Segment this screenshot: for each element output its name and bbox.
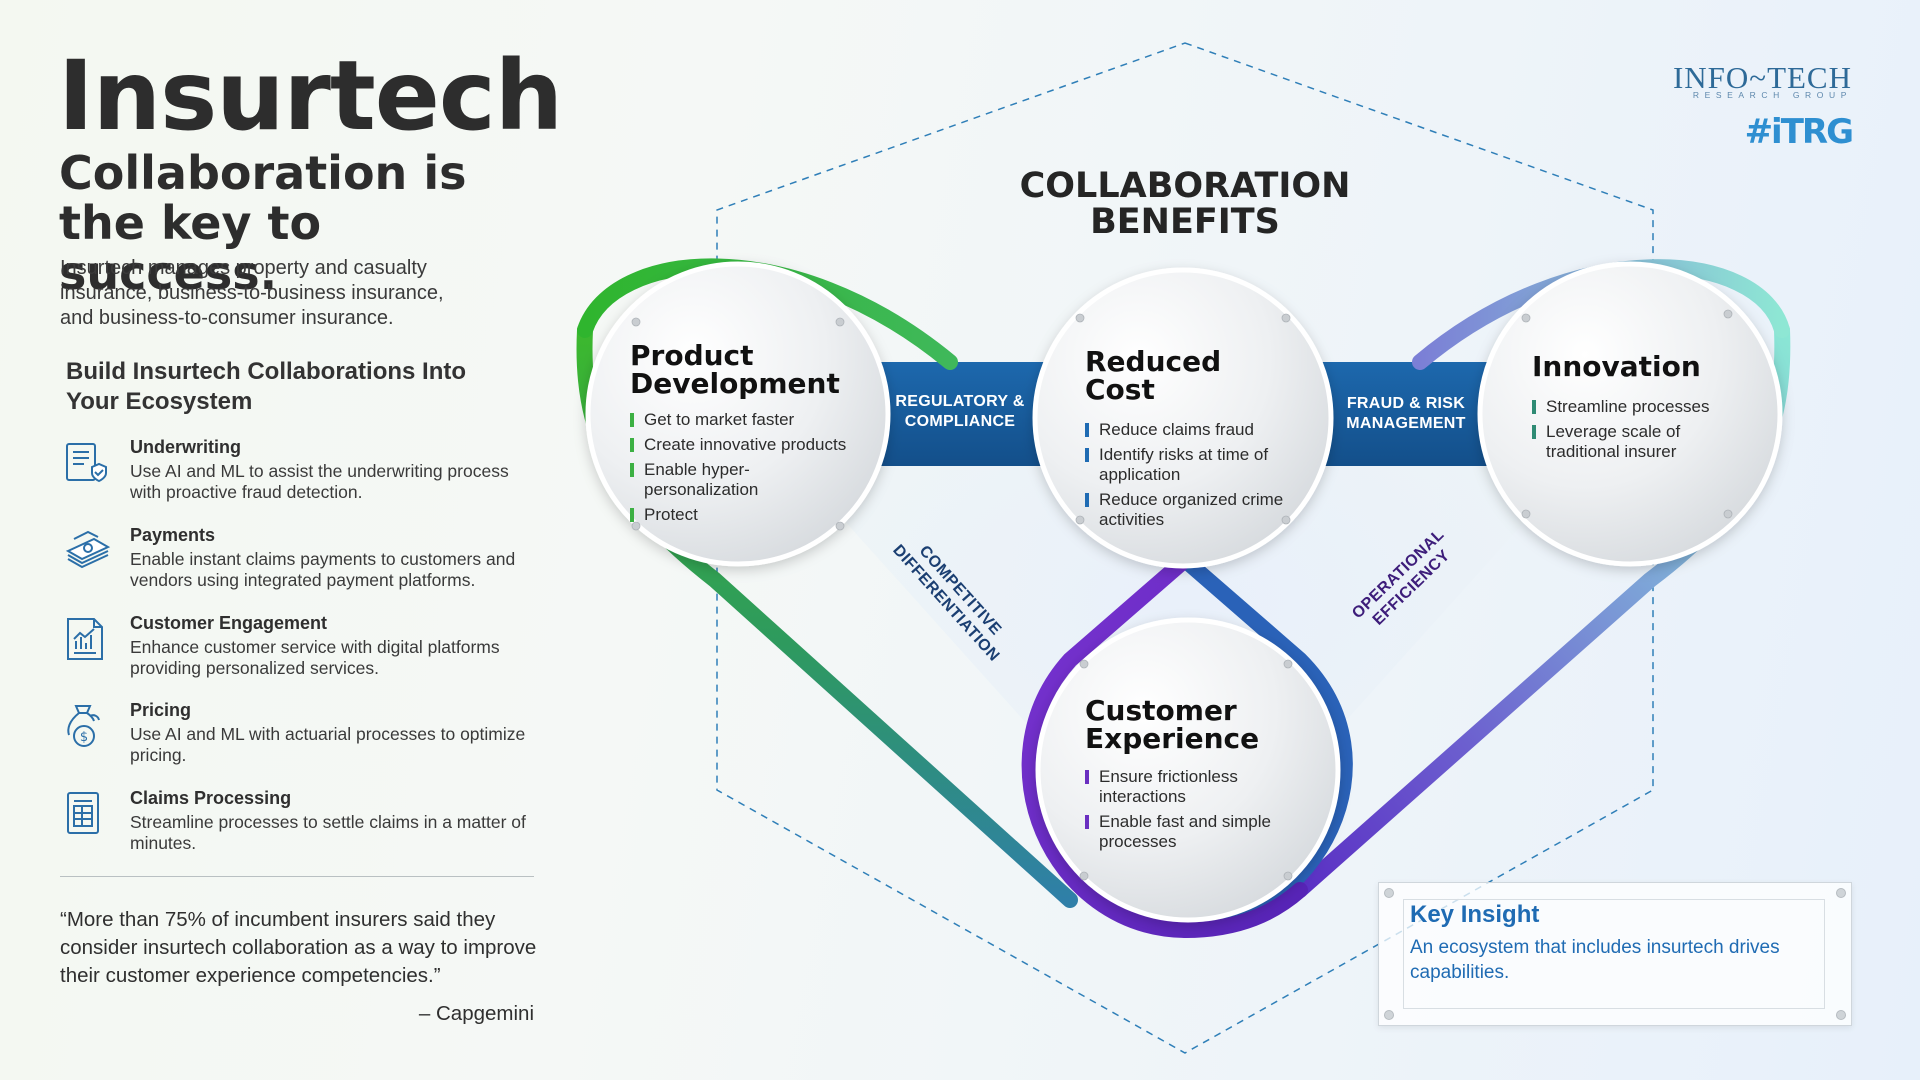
dashed-hexagon bbox=[716, 42, 1654, 1054]
band-label-fraud: FRAUD & RISK MANAGEMENT bbox=[1346, 395, 1466, 432]
money-stack-icon bbox=[64, 527, 111, 575]
list-item-customer-engagement: Customer Engagement Enhance customer ser… bbox=[64, 613, 544, 693]
bullet-list: Ensure frictionless interactions Enable … bbox=[1085, 767, 1285, 852]
bullet-item: Enable hyper-personalization bbox=[630, 460, 860, 500]
bullet-item: Enable fast and simple processes bbox=[1085, 812, 1285, 852]
item-title: Customer Engagement bbox=[130, 613, 328, 633]
document-check-icon bbox=[64, 439, 108, 487]
in-disc bbox=[1477, 261, 1783, 567]
item-description: Streamline processes to settle claims in… bbox=[130, 812, 526, 853]
item-title: Underwriting bbox=[130, 437, 241, 457]
list-item-underwriting: Underwriting Use AI and ML to assist the… bbox=[64, 437, 544, 517]
section-heading: Build Insurtech Collaborations Into Your… bbox=[66, 358, 467, 415]
bullet-item: Create innovative products bbox=[630, 435, 860, 455]
bullet-list: Get to market faster Create innovative p… bbox=[630, 410, 860, 525]
item-description: Use AI and ML to assist the underwriting… bbox=[130, 461, 509, 502]
screw-icon bbox=[1384, 888, 1394, 898]
circle-title: Product Development bbox=[630, 339, 840, 400]
fraud-band bbox=[1316, 362, 1496, 466]
quote-source: – Capgemini bbox=[418, 1002, 534, 1025]
infotech-logo: INFO~TECH bbox=[1672, 60, 1852, 95]
circle-product-development: Product Development Get to market faster… bbox=[630, 342, 860, 530]
bullet-item: Protect bbox=[630, 505, 860, 525]
bullet-item: Leverage scale of traditional insurer bbox=[1532, 422, 1722, 462]
bullet-item: Reduce claims fraud bbox=[1085, 420, 1285, 440]
itrg-logo: #iTRG bbox=[1744, 112, 1854, 152]
bullet-item: Streamline processes bbox=[1532, 397, 1722, 417]
quote-text: “More than 75% of incumbent insurers sai… bbox=[60, 908, 537, 987]
band-label-regulatory: REGULATORY & COMPLIANCE bbox=[895, 393, 1025, 430]
rc-disc bbox=[1032, 267, 1334, 569]
list-item-pricing: $ Pricing Use AI and ML with actuarial p… bbox=[64, 700, 544, 780]
screw-icon bbox=[1836, 1010, 1846, 1020]
item-title: Claims Processing bbox=[130, 788, 292, 808]
ce-purple-loop bbox=[1021, 552, 1308, 939]
key-insight-frame bbox=[1403, 899, 1825, 1009]
money-bag-icon: $ bbox=[64, 702, 108, 750]
svg-text:$: $ bbox=[80, 730, 88, 745]
key-insight-text: An ecosystem that includes insurtech dri… bbox=[1410, 937, 1780, 983]
circle-title: Reduced Cost bbox=[1085, 345, 1222, 406]
pd-disc bbox=[585, 261, 891, 567]
infotech-logo-subtitle: RESEARCH GROUP bbox=[1692, 90, 1852, 100]
divider bbox=[60, 876, 534, 877]
screw-icon bbox=[1384, 1010, 1394, 1020]
intro-text: Insurtech manages property and casualty … bbox=[60, 257, 444, 329]
circle-innovation: Innovation Streamline processes Leverage… bbox=[1532, 353, 1722, 467]
page-subtitle: Collaboration is the key to success. bbox=[59, 146, 467, 300]
item-title: Pricing bbox=[130, 700, 192, 720]
item-title: Payments bbox=[130, 525, 216, 545]
list-item-payments: Payments Enable instant claims payments … bbox=[64, 525, 544, 605]
bullet-item: Ensure frictionless interactions bbox=[1085, 767, 1285, 807]
ce-disc bbox=[1035, 617, 1341, 923]
form-document-icon bbox=[64, 790, 108, 838]
item-description: Use AI and ML with actuarial processes t… bbox=[130, 724, 526, 765]
bullet-list: Streamline processes Leverage scale of t… bbox=[1532, 397, 1722, 462]
bullet-item: Get to market faster bbox=[630, 410, 860, 430]
key-insight-box: Key Insight An ecosystem that includes i… bbox=[1378, 882, 1852, 1026]
item-description: Enhance customer service with digital pl… bbox=[130, 637, 500, 678]
circle-title: Innovation bbox=[1532, 350, 1701, 383]
list-item-claims-processing: Claims Processing Streamline processes t… bbox=[64, 788, 544, 868]
regulatory-band bbox=[870, 362, 1050, 466]
page-title: Insurtech bbox=[58, 40, 563, 152]
diagram-title: COLLABORATION BENEFITS bbox=[1019, 166, 1351, 242]
bullet-item: Identify risks at time of application bbox=[1085, 445, 1285, 485]
circle-reduced-cost: Reduced Cost Reduce claims fraud Identif… bbox=[1085, 348, 1285, 535]
bullet-list: Reduce claims fraud Identify risks at ti… bbox=[1085, 420, 1285, 530]
circle-customer-experience: Customer Experience Ensure frictionless … bbox=[1085, 697, 1285, 857]
circle-title: Customer Experience bbox=[1085, 694, 1260, 755]
chart-document-icon bbox=[64, 615, 108, 663]
bullet-item: Reduce organized crime activities bbox=[1085, 490, 1285, 530]
key-insight-title: Key Insight bbox=[1410, 901, 1540, 928]
item-description: Enable instant claims payments to custom… bbox=[130, 549, 516, 590]
screw-icon bbox=[1836, 888, 1846, 898]
